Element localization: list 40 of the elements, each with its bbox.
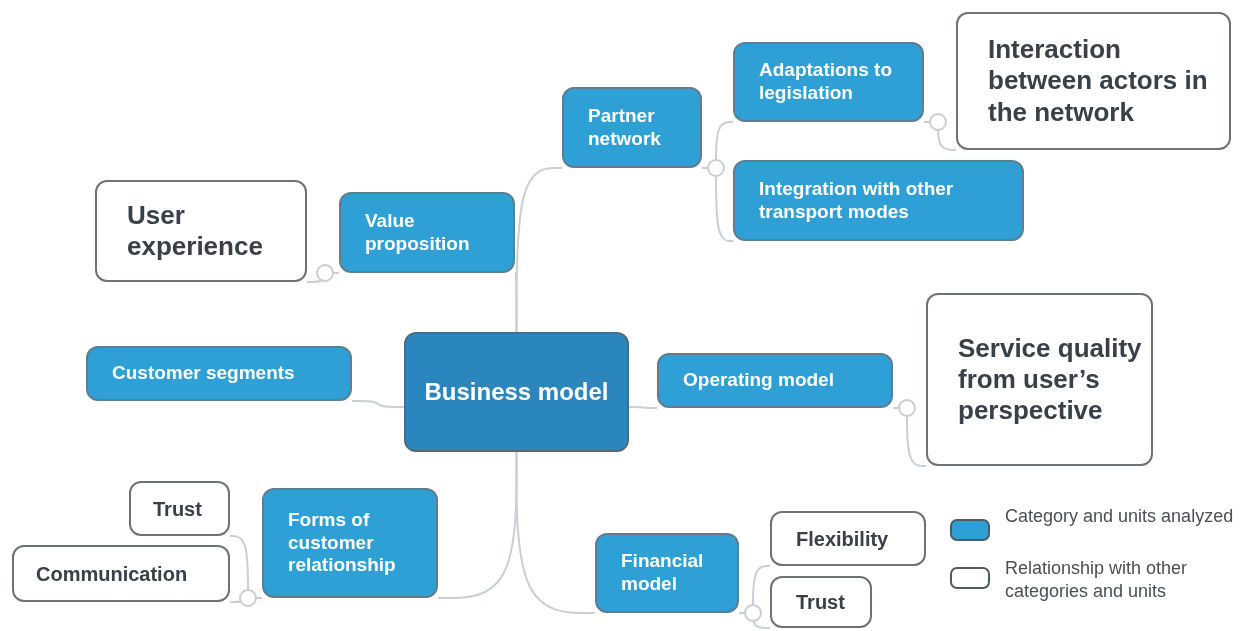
category-box bbox=[562, 87, 702, 168]
connector-line bbox=[515, 451, 596, 614]
category-box bbox=[657, 353, 893, 408]
category-box bbox=[86, 346, 352, 401]
node-label: Forms of customer relationship bbox=[288, 508, 397, 578]
node-label: Trust bbox=[153, 496, 202, 521]
node-label: User experience bbox=[127, 199, 264, 263]
node-label: Operating model bbox=[683, 369, 834, 392]
node-label: Partner network bbox=[588, 104, 662, 151]
relationship-box bbox=[95, 180, 307, 282]
relationship-box bbox=[770, 511, 926, 566]
node-label: Customer segments bbox=[112, 362, 295, 385]
central-topic-box bbox=[404, 332, 629, 452]
node-label: Trust bbox=[796, 590, 845, 614]
node-label: Communication bbox=[36, 561, 188, 586]
category-box bbox=[339, 192, 515, 273]
node-label: Adaptations to legislation bbox=[759, 59, 893, 105]
relationship-box bbox=[926, 293, 1153, 466]
connector-line bbox=[351, 400, 405, 408]
category-box bbox=[262, 488, 438, 598]
relationship-box bbox=[956, 12, 1231, 150]
category-box bbox=[733, 160, 1024, 241]
node-label: Business model bbox=[424, 377, 609, 407]
node-label: Flexibility bbox=[796, 526, 889, 551]
connector-line bbox=[514, 272, 518, 333]
connector-line bbox=[306, 272, 340, 283]
category-box bbox=[733, 42, 924, 122]
connector-line bbox=[628, 406, 658, 409]
node-label: Integration with other transport modes bbox=[759, 177, 955, 224]
node-label: Value proposition bbox=[365, 209, 471, 256]
legend-label: Category and units analyzed bbox=[1005, 505, 1235, 528]
node-label: Financial model bbox=[621, 550, 705, 596]
connector-line bbox=[923, 121, 957, 151]
category-box bbox=[595, 533, 739, 613]
relationship-box bbox=[12, 545, 230, 602]
node-label: Interaction between actors in the network bbox=[988, 34, 1209, 128]
legend-label: Relationship with other categories and units bbox=[1005, 557, 1189, 602]
node-label: Service quality from user’s perspective bbox=[958, 332, 1143, 427]
relationship-box bbox=[770, 576, 872, 628]
relationship-box bbox=[129, 481, 230, 536]
